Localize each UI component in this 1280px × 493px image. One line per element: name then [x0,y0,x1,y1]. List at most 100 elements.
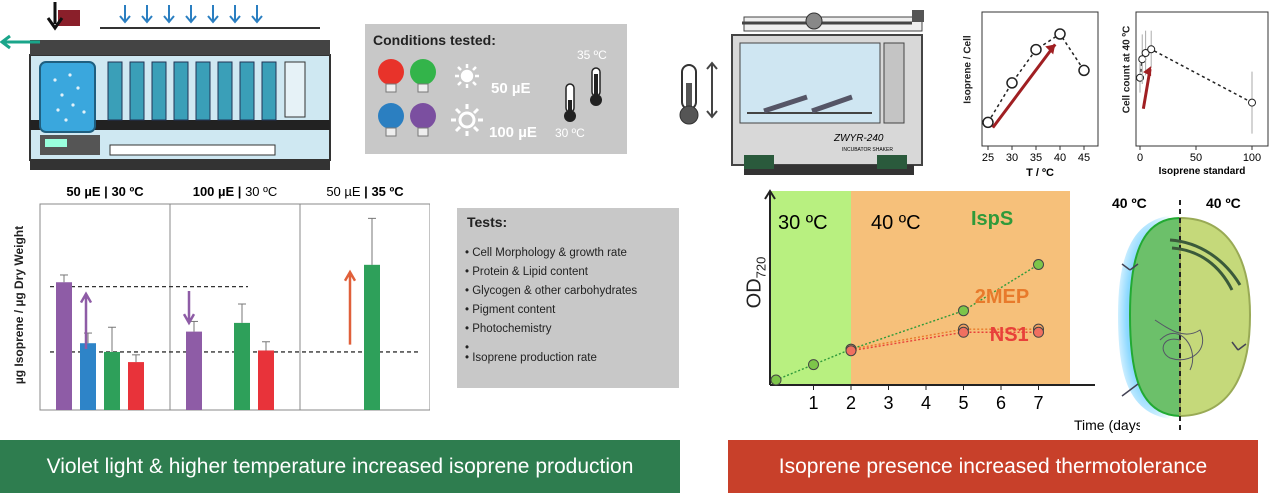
data-point [1006,77,1018,89]
photobioreactor-illustration [0,2,331,170]
panel-header: 50 µE | 35 ºC [326,184,404,199]
data-point [958,326,969,338]
region-30c [770,191,851,385]
colored-bulbs [378,59,436,137]
x-tick-label: 0 [1137,152,1143,164]
data-point [1248,98,1256,107]
panel-header-temp: 35 ºC [371,184,404,199]
blue-bulb-icon [378,103,404,137]
x-tick-label: 35 [1030,152,1042,164]
up-arrow-red [343,269,357,345]
panel-header-sep: | [234,184,245,199]
culture-tubes [107,61,277,121]
panel-header-light: 50 µE [66,184,101,199]
data-point [1141,49,1150,57]
down-arrow-violet [182,290,196,326]
data-point [845,345,857,357]
conditions-title: Conditions tested: [373,32,496,48]
cell-half-isoprene [1128,216,1181,418]
series-line-2mep [850,328,1039,350]
light-high-label: 100 µE [489,124,537,141]
cell-label-left: 40 ºC [1112,195,1147,211]
cell-count-frame [1135,11,1269,147]
tests-item: Protein & Lipid content [465,263,637,282]
panel-header-sep: | [101,184,112,199]
data-point [958,305,969,317]
temp-low-label: 30 ºC [555,126,585,140]
tests-item: Cell Morphology & growth rate [465,244,637,263]
light-intensity-icons [451,64,483,136]
data-point [808,359,819,371]
x-tick-label: 25 [982,152,994,164]
bar [80,343,96,410]
series-line [1139,48,1253,104]
trend-arrow [991,43,1057,129]
thermometer-low-icon [564,83,576,122]
panel-header-light: 100 µE [193,184,235,199]
series-line-ns1 [850,331,1039,352]
series-label-ns1: NS1 [990,324,1029,346]
panel-header-light: 50 µE [326,184,361,199]
banner-left: Violet light & higher temperature increa… [0,440,680,493]
x-tick-label: 2 [846,393,856,413]
tests-item: Photochemistry [465,320,637,339]
x-tick-label: 40 [1054,152,1066,164]
sun-icon [455,64,479,88]
tests-item-extra: Isoprene production rate [465,349,637,368]
panel-header: 50 µE | 30 ºC [66,184,144,199]
shaker-model: ZWYR-240 [833,133,884,144]
conditions-panel: Conditions tested: 50 µE 100 µE 35 ºC 30… [365,24,627,154]
gas-inlet-arrows [119,5,263,24]
shaker-label: INCUBATOR SHAKER [842,147,893,153]
temp-high-label: 35 ºC [577,48,607,62]
iso-cell-frame [981,11,1099,147]
bar [364,264,380,410]
medium-vessel [39,61,96,133]
panel-header-temp: 30 ºC [111,184,144,199]
tests-title: Tests: [467,214,508,230]
bar [56,282,72,410]
banner-right: Isoprene presence increased thermotolera… [728,440,1258,493]
shake-arrow-icon [706,61,718,119]
light-low-label: 50 µE [491,80,531,97]
panel-header: 100 µE | 30 ºC [193,184,278,199]
series-label-2mep: 2MEP [975,286,1029,308]
region-40c [851,191,1070,385]
x-tick-label: 5 [958,393,968,413]
bar [128,362,144,410]
green-bulb-icon [410,59,436,93]
data-point [1054,28,1066,40]
trend-arrow-head [1045,44,1056,55]
tests-panel: Tests: Cell Morphology & growth rate Pro… [457,208,679,388]
data-point [770,374,782,386]
data-point [1033,259,1044,270]
panel-header-temp: 30 ºC [245,184,277,199]
x-axis-label: Isoprene standard [1159,166,1246,176]
x-axis-label: Time (days) [1074,417,1140,433]
x-tick-label: 1 [808,393,818,413]
data-point [1033,326,1044,338]
cell-half-control [1179,216,1252,418]
x-tick-label: 100 [1243,152,1261,164]
panel-header-sep: | [361,184,372,199]
x-tick-label: 45 [1078,152,1090,164]
cell-illustration: 40 ºC 40 ºC [1112,195,1252,430]
data-point [1078,64,1090,77]
cell-label-right: 40 ºC [1206,195,1241,211]
x-tick-label: 6 [996,393,1006,413]
thermometer-icons [564,67,602,122]
region-30c-label: 30 ºC [778,212,828,234]
data-point [1030,43,1042,56]
tests-item: Glycogen & other carbohydrates [465,282,637,301]
x-tick-label: 3 [883,393,893,413]
trend-arrow-head [1143,66,1152,77]
thermometer-icon [679,64,699,125]
bar [234,322,250,410]
x-tick-label: 7 [1033,393,1043,413]
tests-spacer [465,339,637,349]
series-line [987,32,1085,123]
